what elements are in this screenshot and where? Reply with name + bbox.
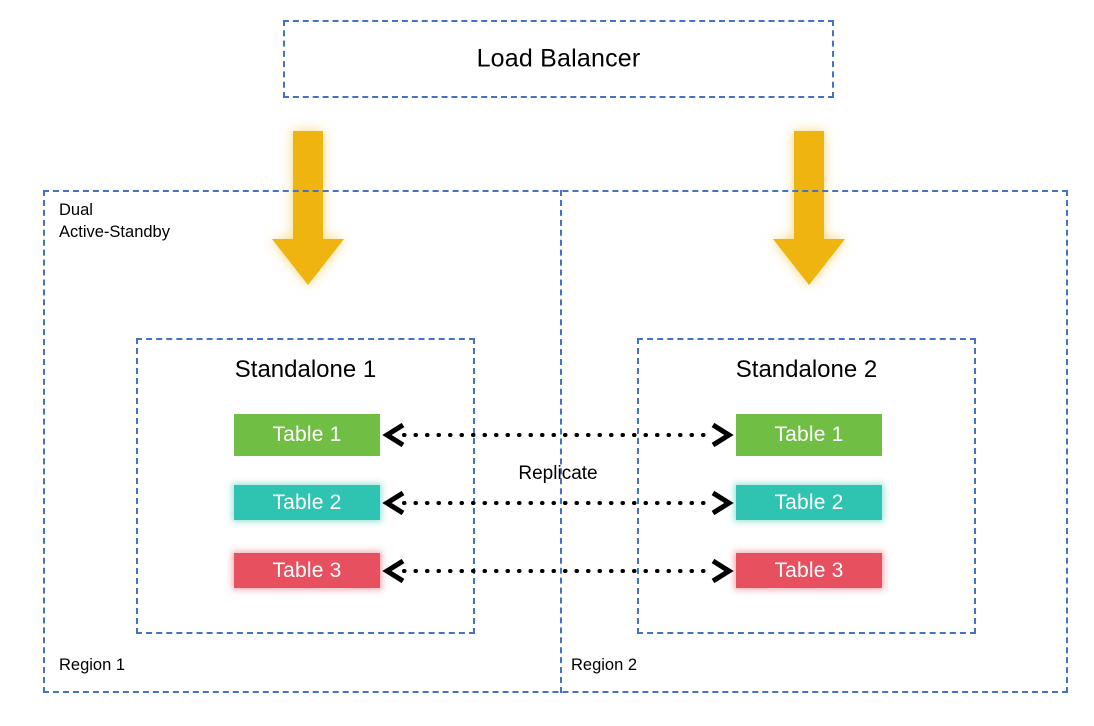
standalone-2-box[interactable]: Standalone 2 (637, 338, 976, 634)
region-2-label: Region 2 (571, 656, 638, 674)
standalone-1-table-3[interactable]: Table 3 (234, 553, 380, 588)
dual-active-standby-container[interactable]: Dual Active-Standby Region 1 Region 2 (43, 190, 1068, 693)
standalone-2-table-1[interactable]: Table 1 (736, 414, 882, 456)
standalone-2-table-2[interactable]: Table 2 (736, 485, 882, 520)
load-balancer-box[interactable]: Load Balancer (283, 20, 834, 98)
traffic-arrow-left-icon (270, 131, 346, 287)
load-balancer-label: Load Balancer (476, 44, 641, 73)
region-divider-line (560, 190, 562, 693)
traffic-arrow-right-icon (771, 131, 847, 287)
dual-active-standby-label: Dual Active-Standby (59, 201, 170, 241)
standalone-2-table-3[interactable]: Table 3 (736, 553, 882, 588)
standalone-1-title: Standalone 1 (234, 356, 377, 383)
standalone-1-table-1[interactable]: Table 1 (234, 414, 380, 456)
replicate-label: Replicate (518, 463, 598, 484)
standalone-1-table-2[interactable]: Table 2 (234, 485, 380, 520)
region-1-label: Region 1 (59, 656, 126, 674)
standalone-2-title: Standalone 2 (735, 356, 878, 383)
standalone-1-box[interactable]: Standalone 1 (136, 338, 475, 634)
